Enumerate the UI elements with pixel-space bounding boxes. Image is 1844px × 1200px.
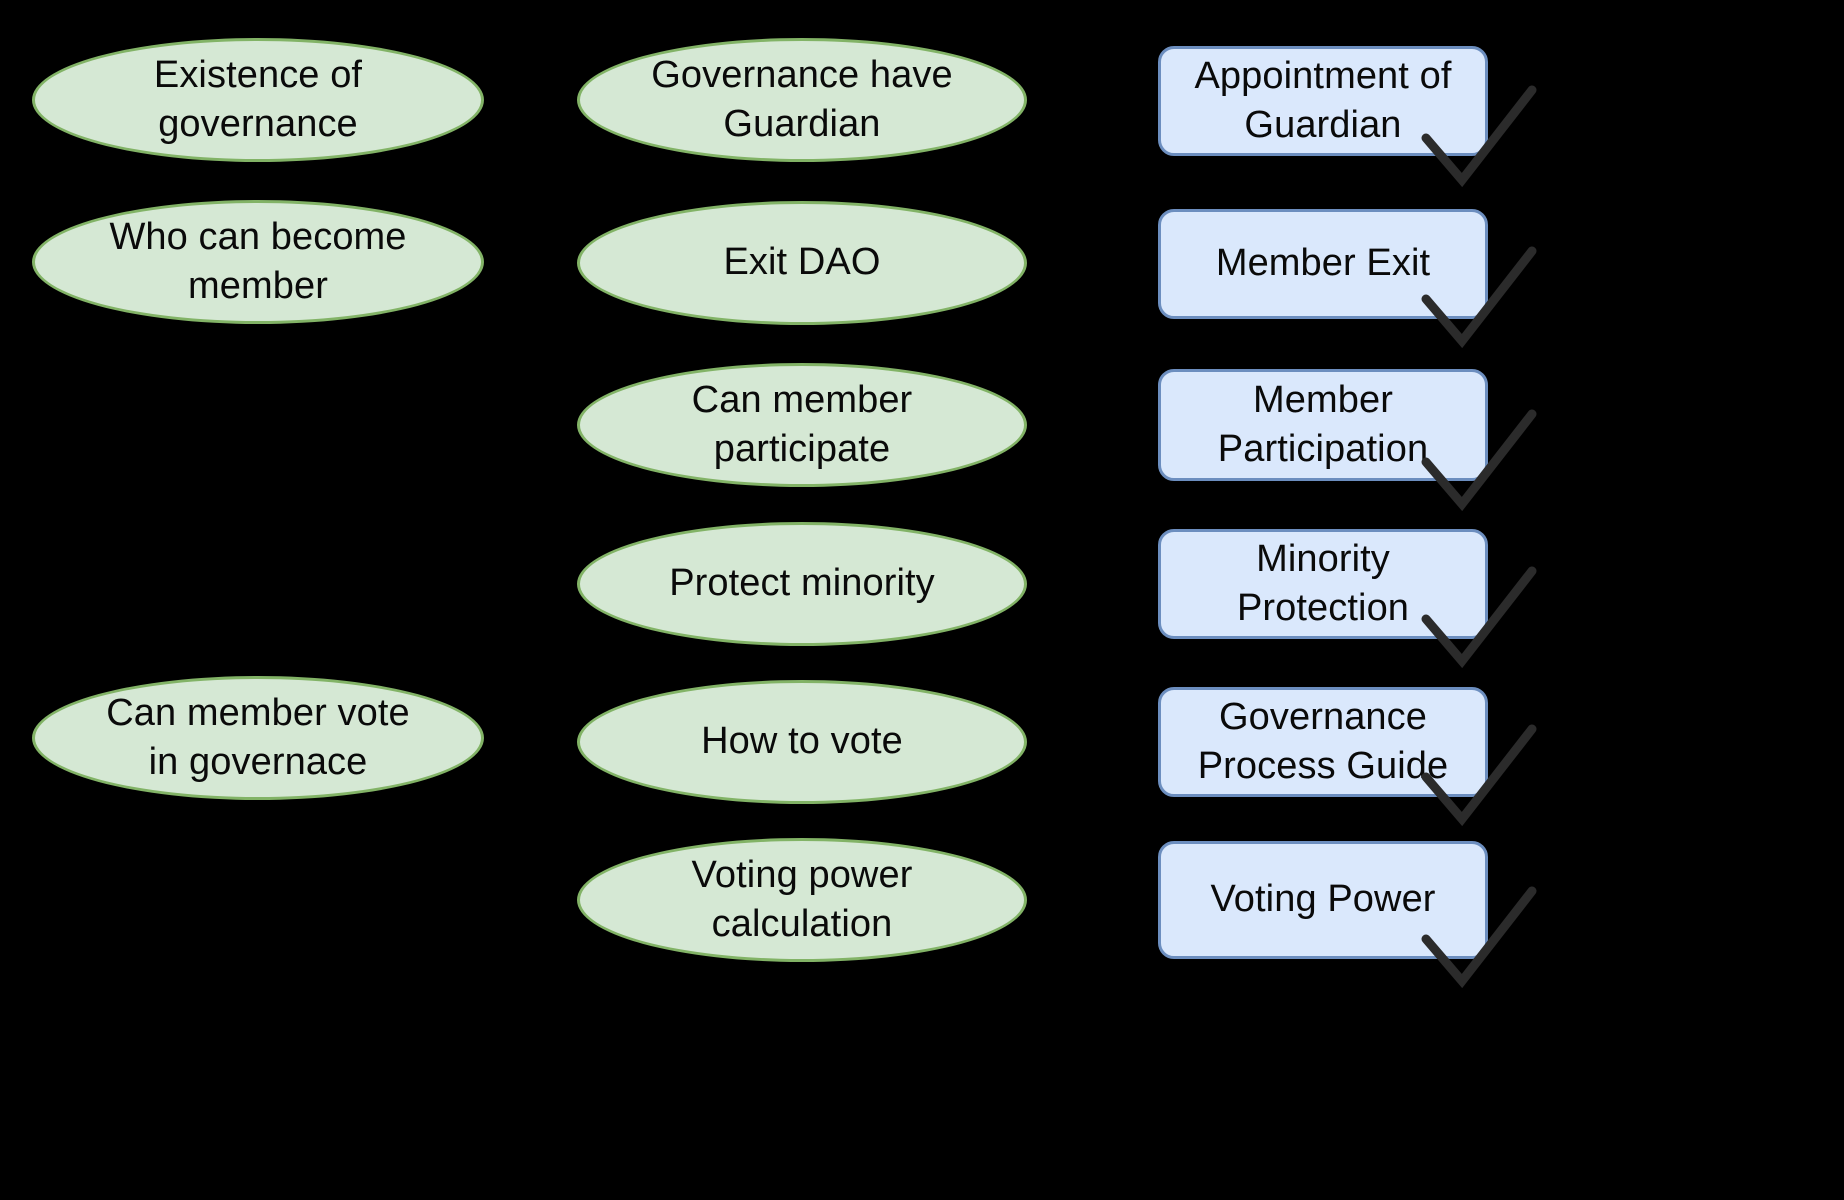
node-label: Appointment of Guardian — [1194, 54, 1452, 146]
box-member-participation[interactable]: Member Participation — [1158, 369, 1488, 481]
node-label: Voting Power — [1210, 878, 1436, 921]
node-label: Who can become member — [109, 215, 407, 307]
ellipse-how-to-vote[interactable]: How to vote — [577, 680, 1027, 804]
ellipse-exit-dao[interactable]: Exit DAO — [577, 201, 1027, 325]
ellipse-voting-power-calculation[interactable]: Voting power calculation — [577, 838, 1027, 962]
node-label: Protect minority — [669, 562, 935, 605]
node-label: Governance have Guardian — [651, 53, 953, 145]
box-voting-power[interactable]: Voting Power — [1158, 841, 1488, 959]
node-label: Member Exit — [1215, 242, 1431, 285]
node-label: Exit DAO — [723, 241, 881, 284]
ellipse-who-can-become-member[interactable]: Who can become member — [32, 200, 484, 324]
node-label: Can member participate — [691, 378, 913, 470]
node-label: Governance Process Guide — [1197, 695, 1449, 787]
box-member-exit[interactable]: Member Exit — [1158, 209, 1488, 319]
ellipse-governance-have-guardian[interactable]: Governance have Guardian — [577, 38, 1027, 162]
ellipse-existence-of-governance[interactable]: Existence of governance — [32, 38, 484, 162]
node-label: Member Participation — [1217, 378, 1429, 470]
node-label: How to vote — [701, 720, 903, 763]
node-label: Can member vote in governace — [106, 691, 410, 783]
box-governance-process-guide[interactable]: Governance Process Guide — [1158, 687, 1488, 797]
ellipse-can-member-participate[interactable]: Can member participate — [577, 363, 1027, 487]
box-minority-protection[interactable]: Minority Protection — [1158, 529, 1488, 639]
ellipse-can-member-vote-in-governace[interactable]: Can member vote in governace — [32, 676, 484, 800]
node-label: Voting power calculation — [691, 853, 913, 945]
box-appointment-of-guardian[interactable]: Appointment of Guardian — [1158, 46, 1488, 156]
node-label: Minority Protection — [1236, 537, 1410, 629]
node-label: Existence of governance — [153, 53, 363, 145]
ellipse-protect-minority[interactable]: Protect minority — [577, 522, 1027, 646]
